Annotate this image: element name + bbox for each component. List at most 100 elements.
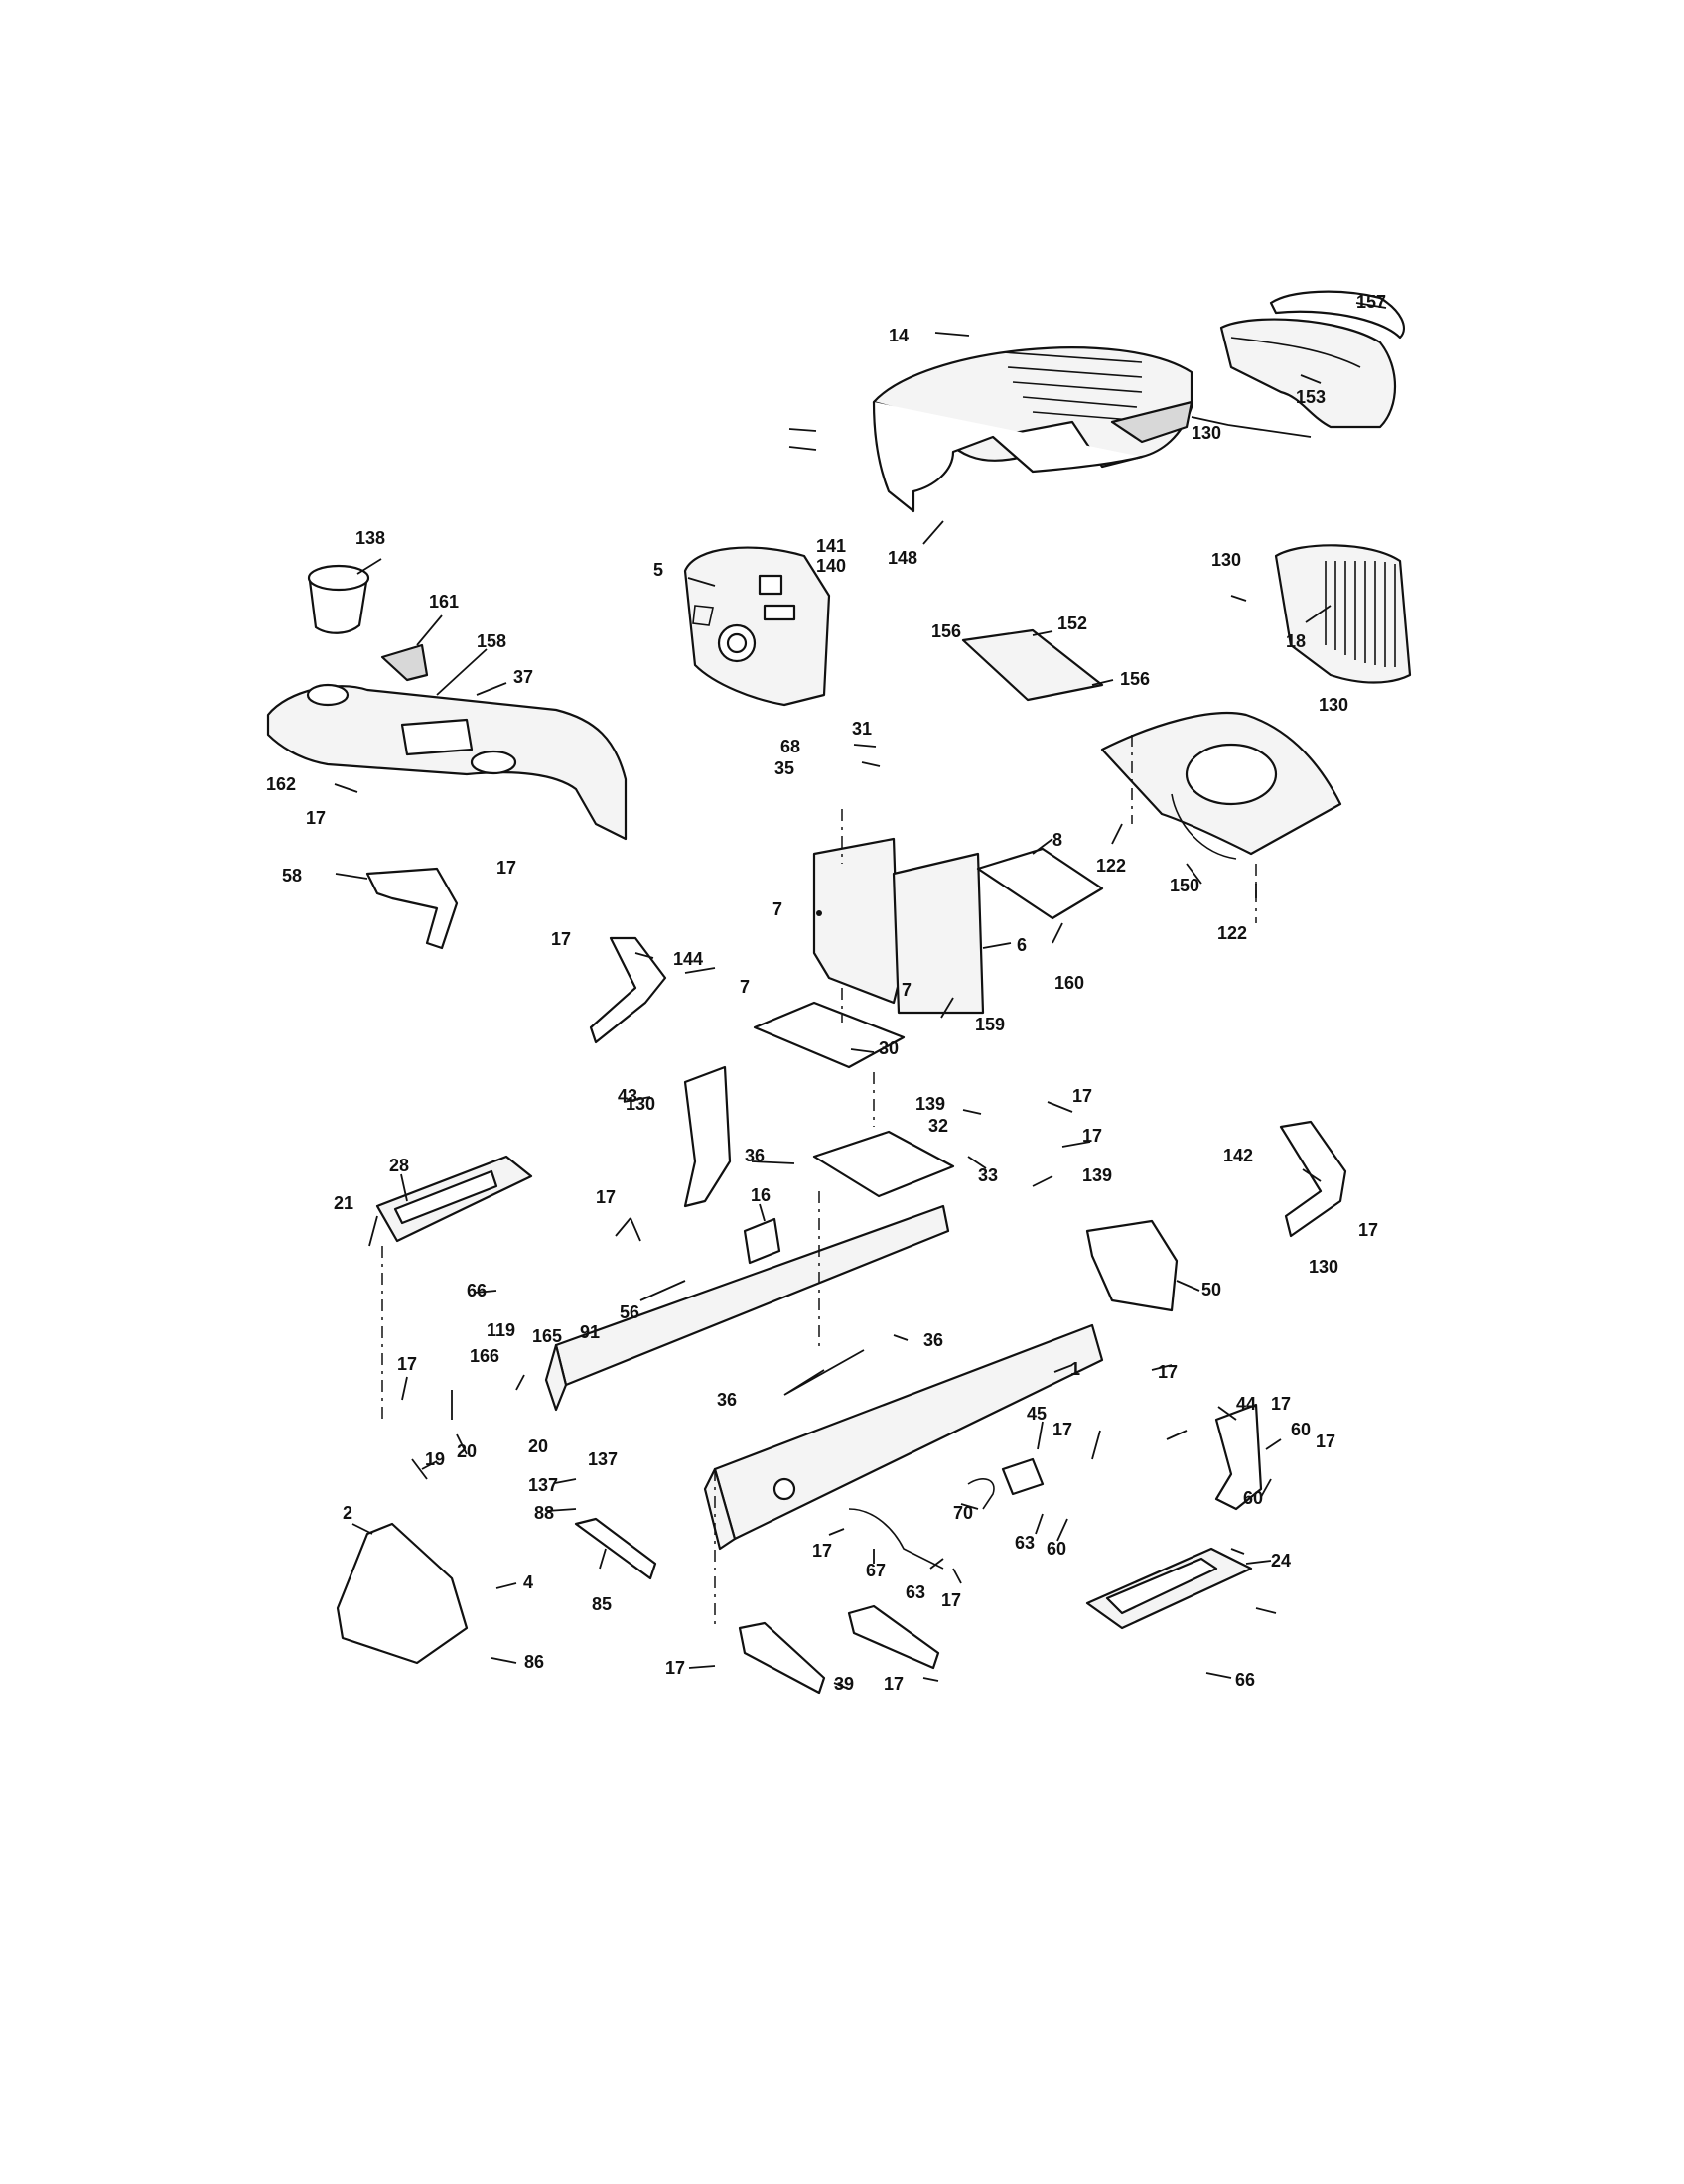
label-17-l: 17 (1052, 1420, 1072, 1439)
bracket-39a-part (738, 1621, 826, 1695)
label-17-m: 17 (812, 1541, 832, 1561)
label-31: 31 (852, 719, 872, 739)
label-17-e: 17 (1082, 1126, 1102, 1146)
hood-part (872, 346, 1193, 513)
bracket-58-part (365, 867, 459, 950)
console-frame-part (812, 837, 985, 1015)
label-32: 32 (928, 1116, 948, 1136)
rod-67-part (848, 1508, 944, 1570)
label-66: 66 (467, 1281, 487, 1300)
label-17-p: 17 (884, 1674, 904, 1694)
label-50: 50 (1201, 1280, 1221, 1299)
label-60-b: 60 (1243, 1488, 1263, 1508)
label-44: 44 (1236, 1394, 1256, 1414)
label-17-g: 17 (596, 1187, 616, 1207)
label-119: 119 (487, 1320, 515, 1340)
label-17-f: 17 (1358, 1220, 1378, 1240)
label-150: 150 (1170, 876, 1199, 895)
label-20-b: 20 (528, 1436, 548, 1456)
leader-lines (334, 302, 1387, 1689)
label-91: 91 (580, 1322, 600, 1342)
label-140: 140 (816, 556, 846, 576)
label-36: 36 (923, 1330, 943, 1350)
label-17-k: 17 (1316, 1432, 1335, 1451)
label-43: 43 (618, 1086, 637, 1106)
label-6: 6 (1017, 935, 1027, 955)
label-4: 4 (523, 1572, 533, 1592)
label-152: 152 (1057, 614, 1087, 633)
label-159: 159 (975, 1015, 1005, 1034)
bracket-161-part (380, 643, 429, 682)
label-70: 70 (953, 1503, 973, 1523)
label-137: 137 (588, 1449, 618, 1469)
bracket-142-part (1279, 1120, 1347, 1238)
label-122-b: 122 (1217, 923, 1247, 943)
label-139: 139 (915, 1094, 945, 1114)
label-138: 138 (355, 528, 385, 548)
label-67: 67 (866, 1561, 886, 1580)
label-122: 122 (1096, 856, 1126, 876)
label-58: 58 (282, 866, 302, 886)
label-5: 5 (653, 560, 663, 580)
body-panel-part (266, 683, 628, 841)
label-130-c: 130 (1319, 695, 1348, 715)
label-160: 160 (1054, 973, 1084, 993)
label-86: 86 (524, 1652, 544, 1672)
label-141: 141 (816, 536, 846, 556)
bracket-43-part (683, 1065, 732, 1208)
label-137-b: 137 (528, 1475, 558, 1495)
label-17-o: 17 (665, 1658, 685, 1678)
label-63-b: 63 (1015, 1533, 1035, 1553)
label-16: 16 (751, 1185, 771, 1205)
label-7-b: 7 (740, 977, 750, 997)
label-7-a: 7 (772, 899, 782, 919)
dash-panel-part (683, 546, 831, 707)
bracket-144-part (589, 936, 667, 1044)
cup-part (307, 564, 370, 634)
label-156-b: 156 (1120, 669, 1150, 689)
label-1: 1 (1070, 1359, 1080, 1379)
label-85: 85 (592, 1594, 612, 1614)
label-68: 68 (780, 737, 800, 756)
label-17-d: 17 (1072, 1086, 1092, 1106)
label-60: 60 (1291, 1420, 1311, 1439)
grommet-part (743, 1217, 781, 1265)
grille-part (1219, 318, 1396, 429)
label-14: 14 (889, 326, 909, 345)
frame-left-part (544, 1204, 950, 1412)
label-157: 157 (1356, 292, 1386, 312)
label-161: 161 (429, 592, 459, 612)
label-148: 148 (888, 548, 917, 568)
label-35: 35 (774, 758, 794, 778)
label-33: 33 (978, 1165, 998, 1185)
fender-part (1100, 711, 1342, 860)
label-30: 30 (879, 1038, 899, 1058)
label-17-i: 17 (1158, 1362, 1178, 1382)
bracket-44-part (1214, 1403, 1263, 1511)
label-17-c: 17 (551, 929, 571, 949)
label-7-c: 7 (902, 980, 912, 1000)
bracket-45-part (1001, 1457, 1045, 1496)
label-153: 153 (1296, 387, 1326, 407)
label-162: 162 (266, 774, 296, 794)
label-17-a: 17 (306, 808, 326, 828)
bracket-85-part (574, 1517, 657, 1580)
label-17-j: 17 (1271, 1394, 1291, 1414)
label-130: 130 (1192, 423, 1221, 443)
label-28: 28 (389, 1156, 409, 1175)
label-21: 21 (334, 1193, 353, 1213)
hood-trim-part (1269, 290, 1405, 340)
label-66-b: 66 (1235, 1670, 1255, 1690)
label-19: 19 (425, 1449, 445, 1469)
label-17-n: 17 (941, 1590, 961, 1610)
bracket-2-part (336, 1522, 469, 1665)
footrest-right-part (1085, 1547, 1253, 1630)
label-88: 88 (534, 1503, 554, 1523)
label-130-e: 130 (1309, 1257, 1338, 1277)
bracket-39b-part (847, 1604, 940, 1670)
label-144: 144 (673, 949, 703, 969)
label-130-d: 130 (626, 1094, 655, 1114)
label-158: 158 (477, 631, 506, 651)
label-56: 56 (620, 1302, 639, 1322)
label-45: 45 (1027, 1404, 1047, 1424)
